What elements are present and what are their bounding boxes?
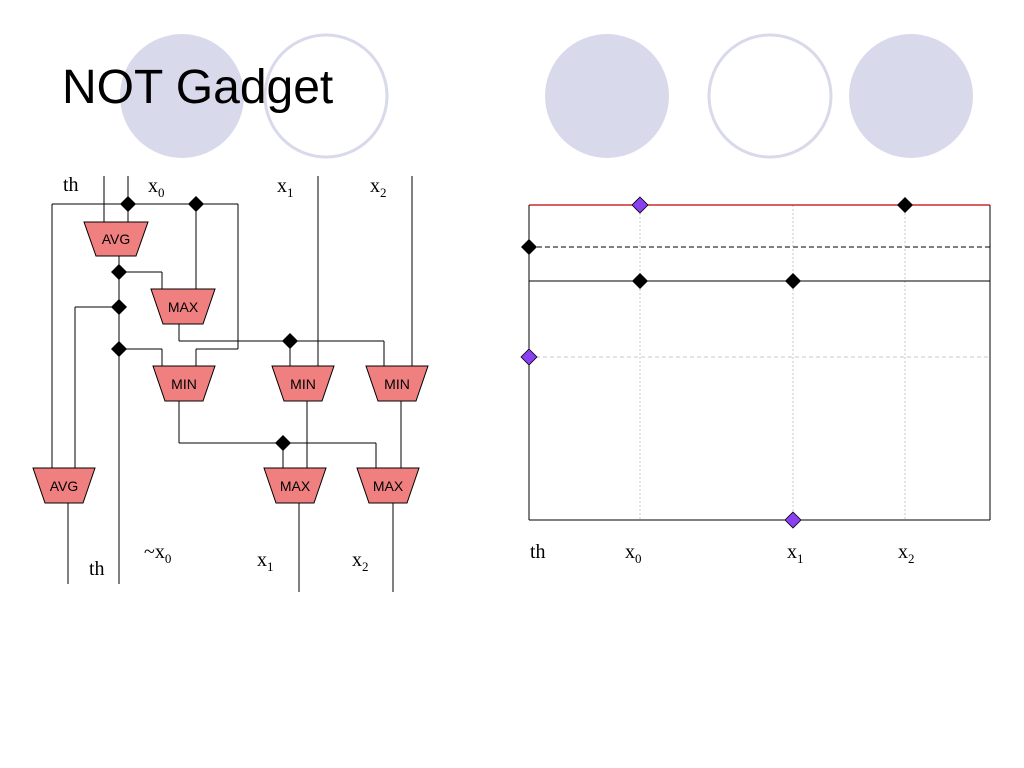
- junction-diamond: [111, 264, 127, 280]
- output-label-th: th: [89, 558, 105, 580]
- value-markers: [520, 196, 913, 529]
- input-label-x0: x0: [148, 175, 165, 200]
- marker-diamond-purple: [520, 348, 538, 366]
- marker-diamond-dark: [897, 197, 913, 213]
- junction-diamond: [111, 341, 127, 357]
- gate-label: MAX: [168, 299, 199, 315]
- output-label-not-x0: ~x0: [144, 541, 171, 566]
- gate-label: MIN: [384, 376, 410, 392]
- junction-diamond: [188, 196, 204, 212]
- gate-label: MIN: [171, 376, 197, 392]
- junction-diamonds: [111, 196, 298, 451]
- junction-diamond: [282, 333, 298, 349]
- gate-max-1: MAX: [263, 467, 327, 504]
- axis-label-x2: x2: [898, 541, 915, 566]
- gate-min-2: MIN: [271, 365, 335, 402]
- deco-circle-filled-1: [120, 34, 244, 158]
- marker-diamond-purple: [631, 196, 649, 214]
- deco-circle-outline-1: [263, 33, 389, 159]
- gate-min-3: MIN: [365, 365, 429, 402]
- input-label-x2: x2: [370, 175, 387, 200]
- axis-label-x1: x1: [787, 541, 804, 566]
- output-label-x1: x1: [257, 549, 274, 574]
- deco-circle-filled-3: [849, 34, 973, 158]
- gate-label: MAX: [373, 478, 404, 494]
- output-label-x2: x2: [352, 549, 369, 574]
- gate-label: AVG: [102, 231, 131, 247]
- marker-diamond-dark: [521, 239, 537, 255]
- gate-avg-top: AVG: [83, 221, 149, 257]
- marker-diamond-dark: [785, 273, 801, 289]
- value-diagram: th x0 x1 x2: [520, 196, 991, 566]
- input-label-th: th: [63, 174, 79, 196]
- gate-label: MIN: [290, 376, 316, 392]
- deco-circle-outline-2: [707, 33, 833, 159]
- axis-label-th: th: [530, 541, 546, 563]
- marker-diamond-dark: [632, 273, 648, 289]
- gate-max-mid: MAX: [150, 288, 216, 325]
- input-label-x1: x1: [277, 175, 294, 200]
- value-grid: [529, 205, 990, 520]
- marker-diamond-purple: [784, 511, 802, 529]
- junction-diamond: [111, 299, 127, 315]
- junction-diamond: [120, 196, 136, 212]
- circuit-wires: [51, 176, 413, 592]
- gate-min-1: MIN: [152, 365, 216, 402]
- gate-max-2: MAX: [356, 467, 420, 504]
- axis-label-x0: x0: [625, 541, 642, 566]
- decorative-circles: [120, 33, 973, 159]
- gate-label: MAX: [280, 478, 311, 494]
- junction-diamond: [275, 435, 291, 451]
- gate-label: AVG: [50, 478, 79, 494]
- deco-circle-filled-2: [545, 34, 669, 158]
- value-frame: [528, 204, 991, 521]
- gate-avg-bottom: AVG: [32, 467, 96, 504]
- slide-title: NOT Gadget: [62, 61, 334, 114]
- circuit-diagram: AVG MAX MIN MIN MIN AVG MAX MAX th x0 x1…: [32, 174, 429, 592]
